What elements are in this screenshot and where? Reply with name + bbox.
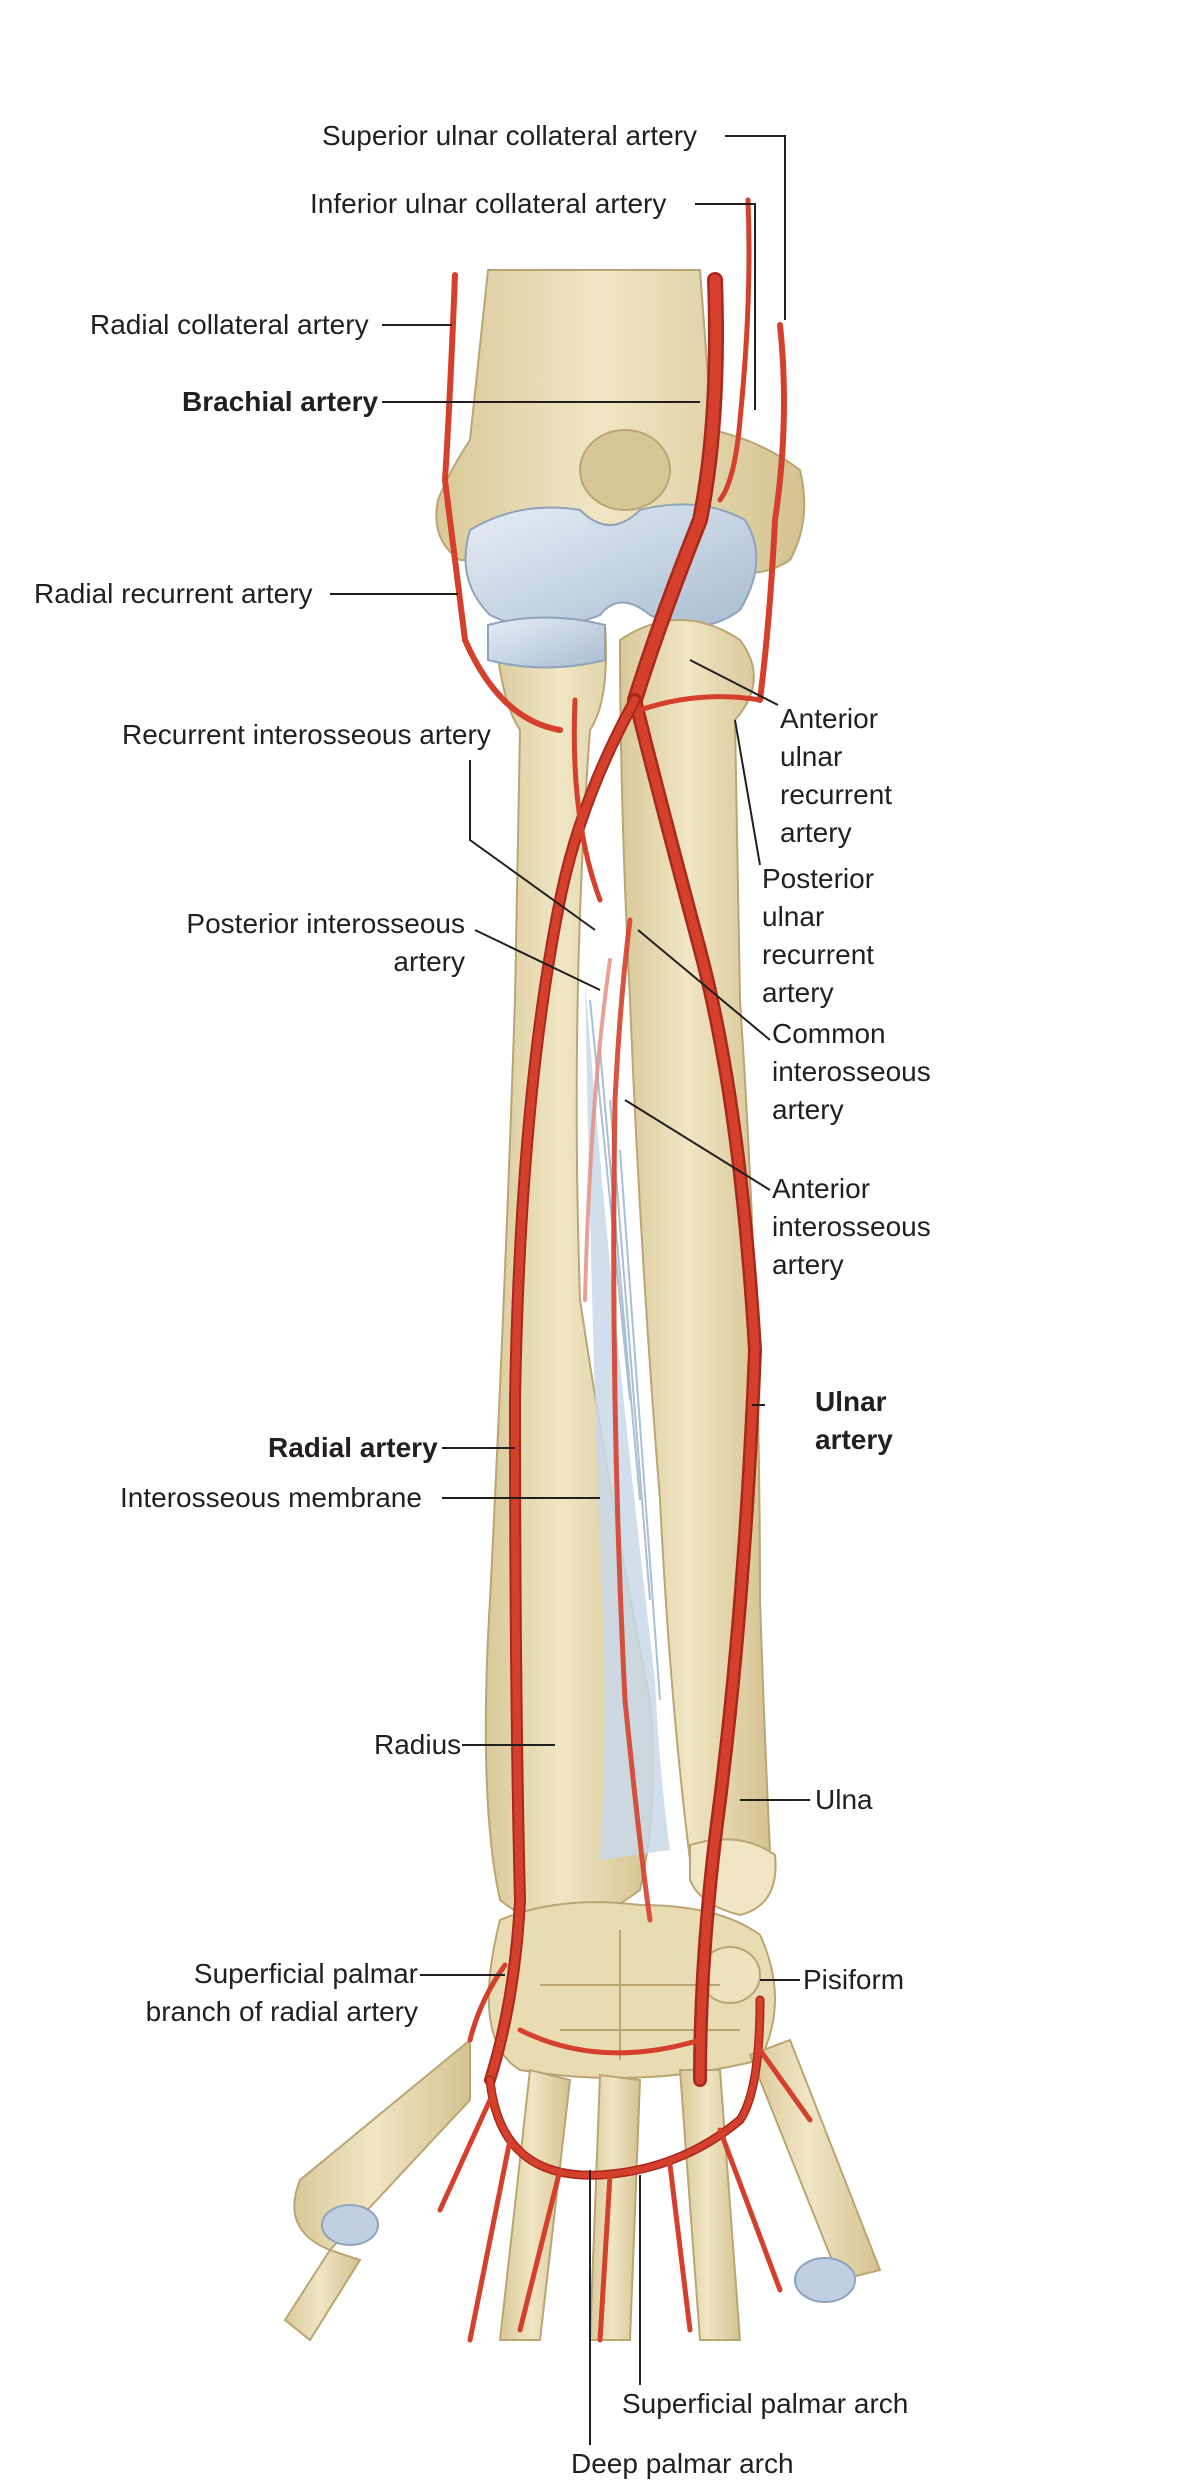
metacarpal-bones — [283, 2037, 882, 2342]
label-pisiform: Pisiform — [803, 1964, 905, 1995]
label-ulna: Ulna — [815, 1784, 873, 1815]
label-interosseous-membrane: Interosseous membrane — [120, 1482, 422, 1513]
label-inferior-ulnar-collateral-artery: Inferior ulnar collateral artery — [310, 188, 667, 219]
interosseous-membrane-shape — [585, 980, 670, 1860]
leader-anterior-ulnar-recurrent — [689, 659, 779, 706]
label-common-interosseous-artery: Common interosseous artery — [772, 1018, 931, 1125]
leader-superior-ulnar-collateral — [725, 135, 786, 320]
label-anterior-interosseous-artery: Anterior interosseous artery — [772, 1173, 931, 1280]
leader-posterior-interosseous — [474, 929, 601, 991]
label-posterior-ulnar-recurrent-artery: Posterior ulnar recurrent artery — [762, 863, 875, 1008]
label-radial-collateral-artery: Radial collateral artery — [90, 309, 369, 340]
label-superior-ulnar-collateral-artery: Superior ulnar collateral artery — [322, 120, 698, 151]
leader-recurrent-interosseous — [469, 760, 596, 931]
leader-common-interosseous — [637, 929, 771, 1041]
leader-anterior-interosseous — [624, 1099, 771, 1191]
label-superficial-palmar-arch: Superficial palmar arch — [622, 2388, 909, 2419]
leader-inferior-ulnar-collateral — [695, 203, 756, 410]
label-superficial-palmar-branch-of-radial-artery: Superficial palmar branch of radial arte… — [145, 1958, 418, 2027]
artery-network — [437, 197, 813, 2343]
leader-posterior-ulnar-recurrent — [734, 719, 761, 866]
label-deep-palmar-arch: Deep palmar arch — [571, 2448, 794, 2479]
label-radial-recurrent-artery: Radial recurrent artery — [34, 578, 313, 609]
label-recurrent-interosseous-artery: Recurrent interosseous artery — [122, 719, 491, 750]
leader-lines — [330, 135, 810, 2445]
label-radius: Radius — [374, 1729, 462, 1760]
label-radial-artery: Radial artery — [268, 1432, 438, 1463]
label-anterior-ulnar-recurrent-artery: Anterior ulnar recurrent artery — [780, 703, 893, 848]
label-brachial-artery: Brachial artery — [182, 386, 379, 417]
label-ulnar-artery: Ulnar artery — [815, 1386, 893, 1455]
label-posterior-interosseous-artery: Posterior interosseous artery — [186, 908, 465, 977]
